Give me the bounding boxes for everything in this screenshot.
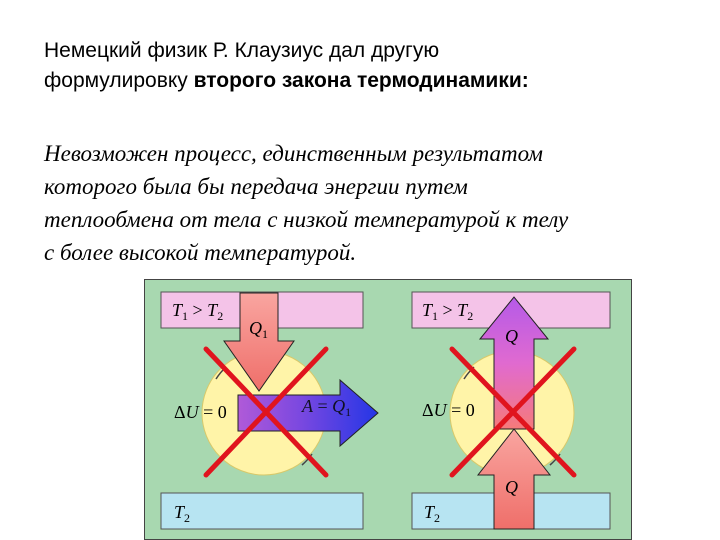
left-hot-label: T1 > T2 — [172, 300, 223, 323]
left-heat-arrow — [223, 292, 295, 392]
statement-line-1: Невозможен процесс, единственным результ… — [44, 141, 543, 166]
left-panel: T1 > T2 Q1 A = Q1 ΔU = 0 T2 — [160, 291, 379, 530]
right-q-top-label: Q — [505, 326, 518, 346]
statement-line-4: с более высокой температурой. — [44, 240, 357, 265]
work-label: A = Q1 — [301, 396, 351, 419]
right-cycle-arrow-bottom — [549, 453, 561, 466]
intro-line-2: формулировку второго закона термодинамик… — [44, 66, 684, 96]
intro-text: Немецкий физик Р. Клаузиус дал другую фо… — [44, 36, 684, 96]
right-heat-arrow-bottom — [476, 428, 552, 530]
right-cross-line-2 — [449, 346, 577, 478]
left-cold-reservoir — [160, 492, 364, 530]
right-cycle-arrow-top — [463, 366, 475, 380]
clausius-figure: T1 > T2 Q1 A = Q1 ΔU = 0 T2 T1 > T2 Q — [144, 279, 632, 540]
right-panel: T1 > T2 Q Q ΔU = 0 T2 — [411, 291, 611, 530]
work-arrow — [237, 378, 379, 448]
intro-line-1: Немецкий физик Р. Клаузиус дал другую — [44, 39, 440, 62]
left-cycle-arrow-bottom — [301, 453, 313, 466]
left-q1-label: Q1 — [249, 318, 268, 341]
left-cold-label: T2 — [174, 502, 190, 525]
second-law-title: второго закона термодинамики: — [193, 69, 529, 92]
left-du-label: ΔU = 0 — [174, 402, 227, 422]
left-cross-line-2 — [203, 346, 329, 478]
right-cold-label: T2 — [424, 502, 440, 525]
statement-line-2: которого была бы передача энергии путем — [44, 174, 468, 199]
right-du-label: ΔU = 0 — [422, 400, 475, 420]
clausius-statement: Невозможен процесс, единственным результ… — [44, 137, 704, 269]
right-q-bottom-label: Q — [505, 477, 518, 497]
right-hot-label: T1 > T2 — [422, 300, 473, 323]
intro-line-2-plain: формулировку — [44, 69, 194, 92]
statement-line-3: теплообмена от тела с низкой температуро… — [44, 207, 569, 232]
